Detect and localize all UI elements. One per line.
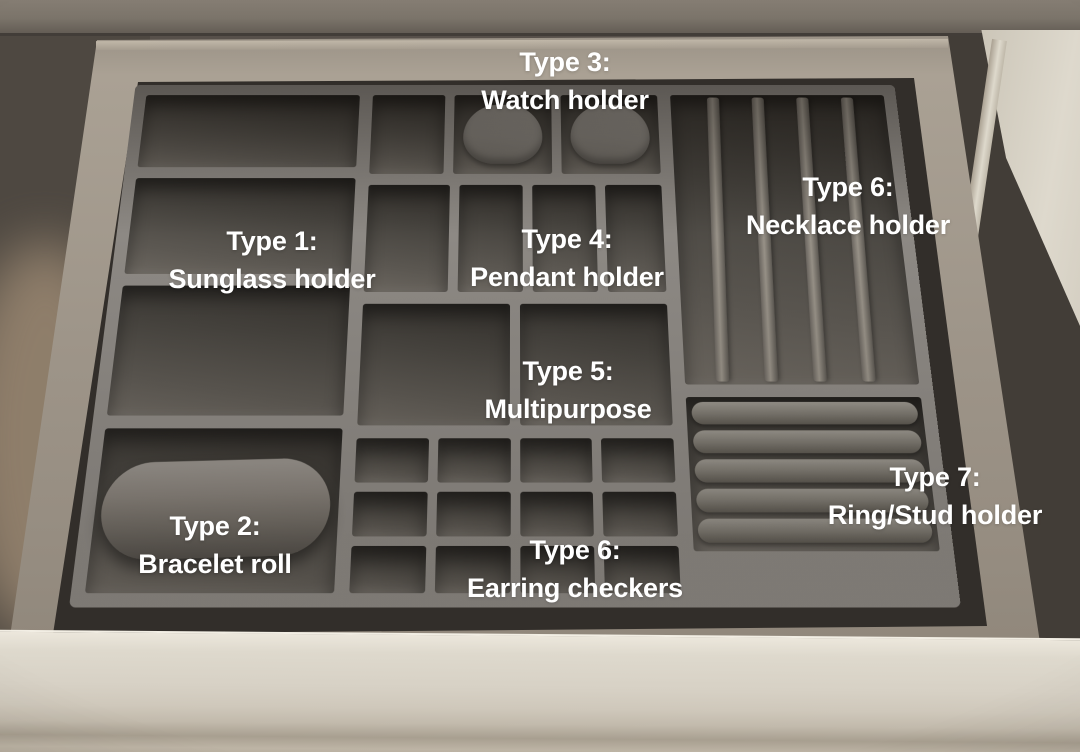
ring-roll [692, 430, 923, 454]
label-line2: Earring checkers [467, 573, 683, 603]
label-type3-watch-holder: Type 3: Watch holder [481, 43, 649, 119]
drawer-front-panel [0, 629, 1080, 752]
earring-cell [602, 491, 679, 537]
label-line2: Multipurpose [484, 394, 652, 424]
label-line1: Type 6: [529, 535, 621, 565]
earring-cell [519, 438, 593, 483]
pendant-slot [363, 184, 451, 292]
earring-cell [349, 546, 427, 594]
label-type7-ring-stud-holder: Type 7: Ring/Stud holder [828, 458, 1042, 534]
earring-cell [519, 491, 595, 537]
label-line1: Type 1: [226, 226, 318, 256]
label-line1: Type 2: [169, 511, 261, 541]
label-line2: Sunglass holder [168, 264, 376, 294]
label-line1: Type 4: [521, 224, 613, 254]
label-line2: Bracelet roll [138, 549, 292, 579]
tray-middle-column [349, 95, 681, 594]
label-type2-bracelet-roll: Type 2: Bracelet roll [138, 507, 292, 583]
label-type6-earring-checkers: Type 6: Earring checkers [467, 531, 683, 607]
earring-cell [354, 438, 429, 483]
label-type6-necklace-holder: Type 6: Necklace holder [746, 168, 950, 244]
label-line2: Watch holder [481, 85, 649, 115]
label-type4-pendant-holder: Type 4: Pendant holder [470, 220, 664, 296]
earring-cell [601, 438, 676, 483]
earring-cell [437, 438, 511, 483]
label-line1: Type 7: [889, 462, 981, 492]
label-line2: Necklace holder [745, 210, 951, 240]
earring-cell [435, 491, 511, 537]
sunglass-compartment [106, 285, 351, 416]
earring-cell [351, 491, 428, 537]
label-line2: Ring/Stud holder [827, 500, 1043, 530]
label-line2: Pendant holder [470, 262, 664, 292]
label-type1-sunglass-holder: Type 1: Sunglass holder [168, 222, 375, 298]
label-line1: Type 3: [519, 47, 611, 77]
sunglass-compartment [137, 95, 360, 168]
necklace-ridge [706, 97, 729, 382]
label-line1: Type 5: [522, 356, 614, 386]
background-cabinet-top [0, 0, 1080, 36]
label-type5-multipurpose: Type 5: Multipurpose [484, 352, 651, 428]
label-line1: Type 6: [802, 172, 894, 202]
ring-roll [691, 401, 920, 425]
watch-compartment [369, 95, 446, 174]
